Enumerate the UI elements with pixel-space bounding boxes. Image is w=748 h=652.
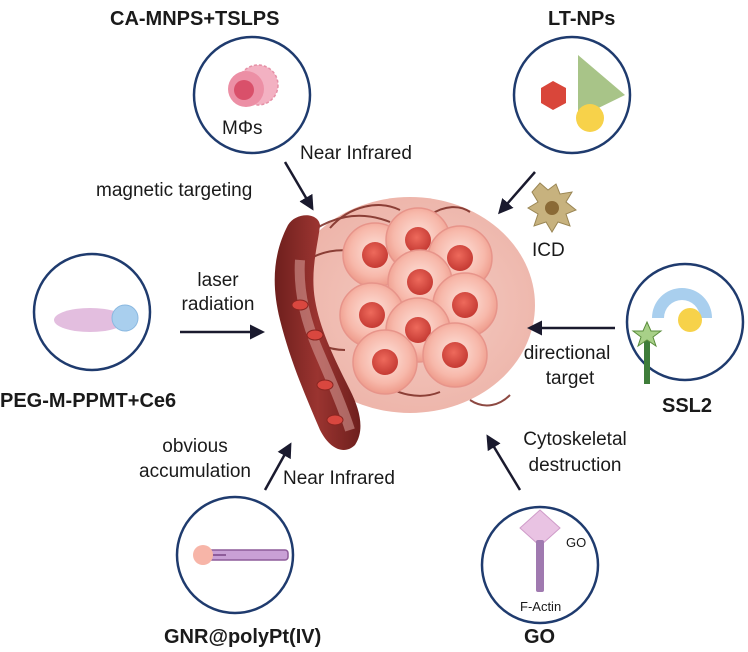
edge-obvious: obvious [162, 436, 228, 457]
edge-accumulation: accumulation [139, 461, 251, 482]
star-icon [631, 320, 663, 348]
title-ssl2: SSL2 [662, 395, 713, 417]
title-gnr-polypt: GNR@polyPt(IV) [164, 626, 322, 648]
green-stem-icon [644, 336, 650, 384]
f-actin-stem-icon [536, 540, 544, 592]
macrophage-icon [228, 64, 279, 107]
edge-cytoskeletal: Cytoskeletal [523, 429, 627, 450]
arrow-top-left [283, 161, 314, 211]
edge-directional: directional [523, 343, 611, 364]
blue-ball-icon [111, 304, 139, 332]
hexagon-icon [541, 81, 566, 110]
label-f-actin: F-Actin [520, 599, 562, 614]
edge-magnetic-targeting: magnetic targeting [96, 180, 253, 201]
edge-near-infrared-top: Near Infrared [300, 143, 412, 164]
arrows [180, 161, 615, 491]
title-peg-m-ppmt-ce6: PEG-M-PPMT+Ce6 [0, 390, 177, 412]
node-circle-bottom-left [175, 495, 295, 615]
edge-destruction: destruction [528, 455, 622, 476]
tumor-illustration [274, 197, 535, 450]
arrow-top-right [498, 171, 536, 215]
red-blood-cells [291, 299, 344, 426]
node-circle-middle-right [625, 262, 745, 384]
node-circle-middle-left [32, 252, 152, 372]
dendritic-cell-icon [527, 182, 577, 233]
pink-ball-icon [193, 545, 213, 565]
node-circle-top-right [512, 35, 632, 155]
edge-target: target [545, 368, 595, 389]
title-go: GO [524, 626, 556, 648]
label-macrophages: MΦs [222, 118, 263, 139]
yellow-ball-icon [576, 104, 604, 132]
title-lt-nps: LT-NPs [548, 8, 616, 30]
edge-laser: laser [197, 270, 239, 291]
yellow-ball-icon-ssl2 [678, 308, 702, 332]
tumor-cells [339, 207, 498, 395]
arrow-bottom-left [263, 442, 292, 491]
edge-near-infrared-bottom: Near Infrared [283, 468, 395, 489]
edge-radiation: radiation [181, 294, 255, 315]
title-ca-mnps-tslps: CA-MNPS+TSLPS [110, 8, 280, 30]
blue-crescent-icon [652, 288, 712, 318]
node-circle-top-left [192, 35, 312, 155]
label-icd: ICD [532, 240, 565, 261]
purple-ellipse-icon [54, 308, 126, 332]
label-go-inner: GO [566, 535, 587, 550]
node-circle-bottom-right [480, 505, 600, 625]
arrow-bottom-right [486, 434, 522, 491]
green-triangle-icon [578, 55, 625, 118]
